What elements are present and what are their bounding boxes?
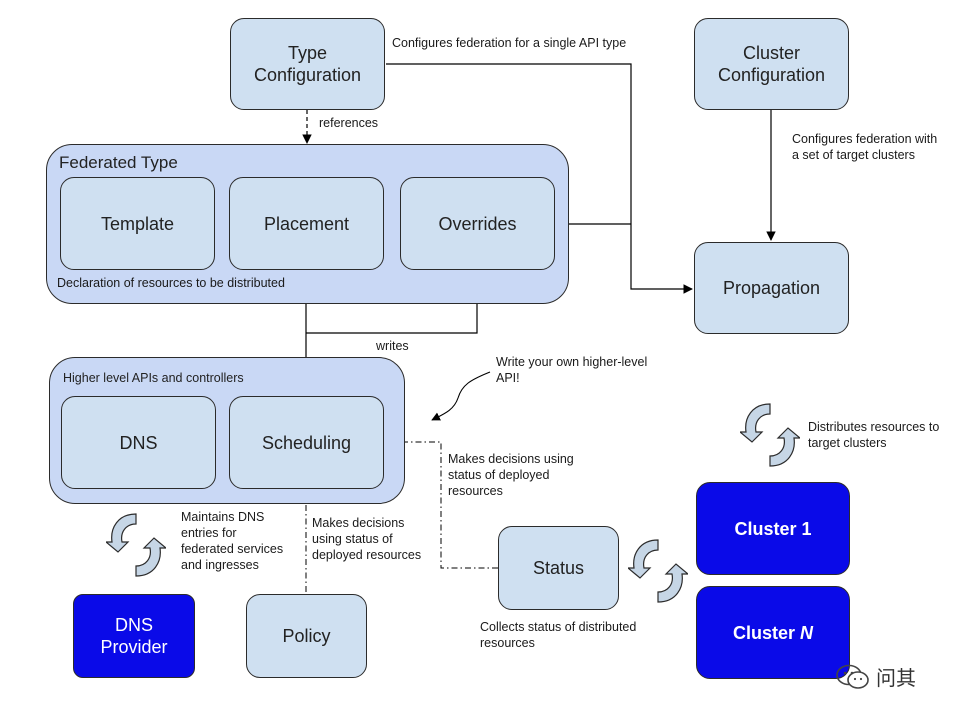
policy-box: Policy [246,594,367,678]
higher-level-apis-title: Higher level APIs and controllers [63,371,244,385]
configures-single-api-label: Configures federation for a single API t… [392,36,627,50]
federated-type-title: Federated Type [59,153,178,172]
cycle-icon-dns [106,513,166,577]
declaration-label: Declaration of resources to be distribut… [57,276,285,290]
status-label: Status [532,558,585,578]
status-to-scheduling-line [385,438,498,569]
cluster-n-box: Cluster N [696,586,850,679]
status-box: Status [498,526,619,610]
type-configuration-box: Type Configuration [230,18,385,110]
placement-label: Placement [263,213,350,234]
cycle-icon-distribute [740,403,800,467]
wechat-icon [836,664,869,689]
placement-box: Placement [229,177,384,270]
cluster-n-prefix: Cluster [732,622,801,643]
overrides-label: Overrides [438,213,517,234]
dns-label: DNS [119,432,158,453]
cycle-icon-status [628,539,688,603]
collects-status-label: Collects status of distributed resources [480,620,637,650]
type-config-to-propagation-line [386,63,693,294]
makes-decisions-bottom-label: Makes decisions using status of deployed… [312,516,422,562]
makes-decisions-right-label: Makes decisions using status of deployed… [448,452,574,498]
template-box: Template [60,177,215,270]
dns-provider-box: DNS Provider [73,594,195,678]
policy-label: Policy [282,626,331,646]
cluster-configuration-label: Cluster Configuration [717,43,826,85]
cluster-n-suffix: N [800,622,814,643]
cluster-1-label: Cluster 1 [734,518,812,539]
cluster-n-label: Cluster N [733,622,813,644]
references-label: references [319,116,379,130]
dns-provider-label: DNS Provider [100,615,168,657]
propagation-label: Propagation [722,278,821,298]
template-label: Template [100,213,175,234]
distributes-label: Distributes resources to target clusters [808,420,940,450]
watermark: 问其 [836,662,916,691]
overrides-box: Overrides [400,177,555,270]
propagation-box: Propagation [694,242,849,334]
scheduling-label: Scheduling [261,432,352,453]
scheduling-box: Scheduling [229,396,384,489]
writes-label: writes [376,339,409,353]
type-configuration-label: Type Configuration [253,43,362,85]
dns-box: DNS [61,396,216,489]
write-your-own-pointer [431,371,491,421]
write-your-own-label: Write your own higher-level API! [496,355,648,385]
cluster-configuration-box: Cluster Configuration [694,18,849,110]
configures-target-clusters-label: Configures federation with a set of targ… [792,132,938,162]
watermark-text: 问其 [876,666,916,690]
maintains-dns-label: Maintains DNS entries for federated serv… [181,510,284,572]
cluster-1-box: Cluster 1 [696,482,850,575]
